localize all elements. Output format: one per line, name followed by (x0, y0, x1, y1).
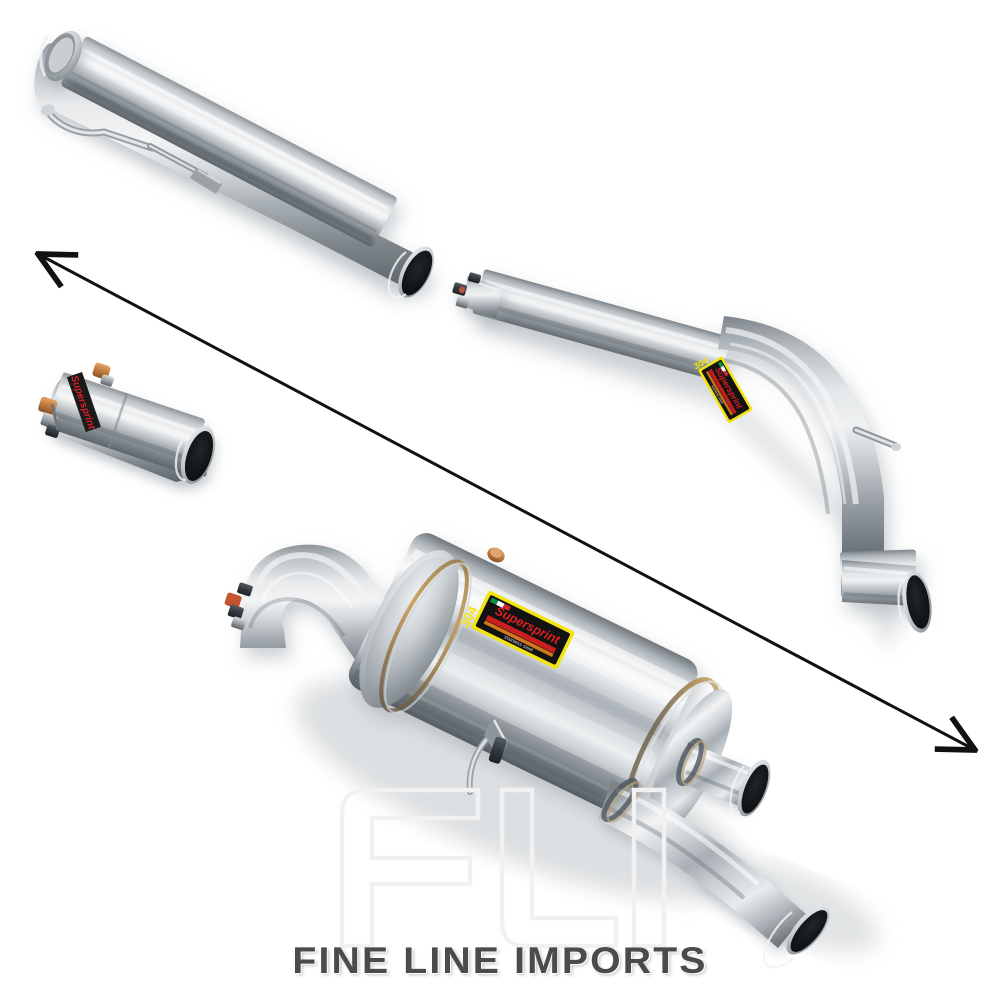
overall-length-dimension-arrow (38, 254, 975, 750)
part-front-pipe (34, 30, 434, 300)
